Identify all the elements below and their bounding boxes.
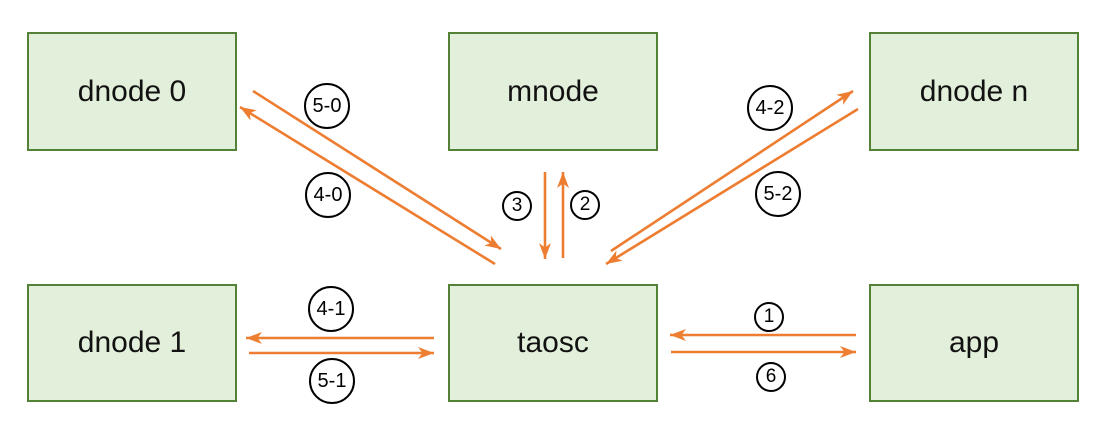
node-dnode-0: dnode 0 xyxy=(27,32,237,151)
node-dnode-n: dnode n xyxy=(869,32,1079,151)
arrow-5-2 xyxy=(605,107,859,266)
edge-badge-5-2: 5-2 xyxy=(755,171,801,217)
edge-badge-1: 1 xyxy=(754,302,784,332)
node-app-label: app xyxy=(948,326,1000,359)
node-dnode-1: dnode 1 xyxy=(27,284,237,402)
node-mnode: mnode xyxy=(448,32,658,151)
node-dnode-0-label: dnode 0 xyxy=(77,74,187,108)
node-mnode-label: mnode xyxy=(507,74,599,108)
edge-badge-3: 3 xyxy=(502,191,532,221)
edge-badge-5-0: 5-0 xyxy=(304,83,350,129)
node-dnode-n-label: dnode n xyxy=(919,74,1029,108)
arrow-4-0 xyxy=(239,105,496,266)
node-taosc-label: taosc xyxy=(517,326,589,359)
arrow-5-0 xyxy=(252,89,502,251)
edge-badge-6: 6 xyxy=(756,362,786,392)
node-taosc: taosc xyxy=(448,284,658,402)
arrow-4-2 xyxy=(610,89,854,253)
node-app: app xyxy=(869,284,1079,402)
edge-badge-4-2: 4-2 xyxy=(747,85,793,131)
edge-badge-4-0: 4-0 xyxy=(305,172,351,218)
edge-badge-5-1: 5-1 xyxy=(309,358,355,404)
edge-badge-2: 2 xyxy=(570,190,600,220)
node-dnode-1-label: dnode 1 xyxy=(77,326,187,359)
edge-badge-4-1: 4-1 xyxy=(308,286,354,332)
